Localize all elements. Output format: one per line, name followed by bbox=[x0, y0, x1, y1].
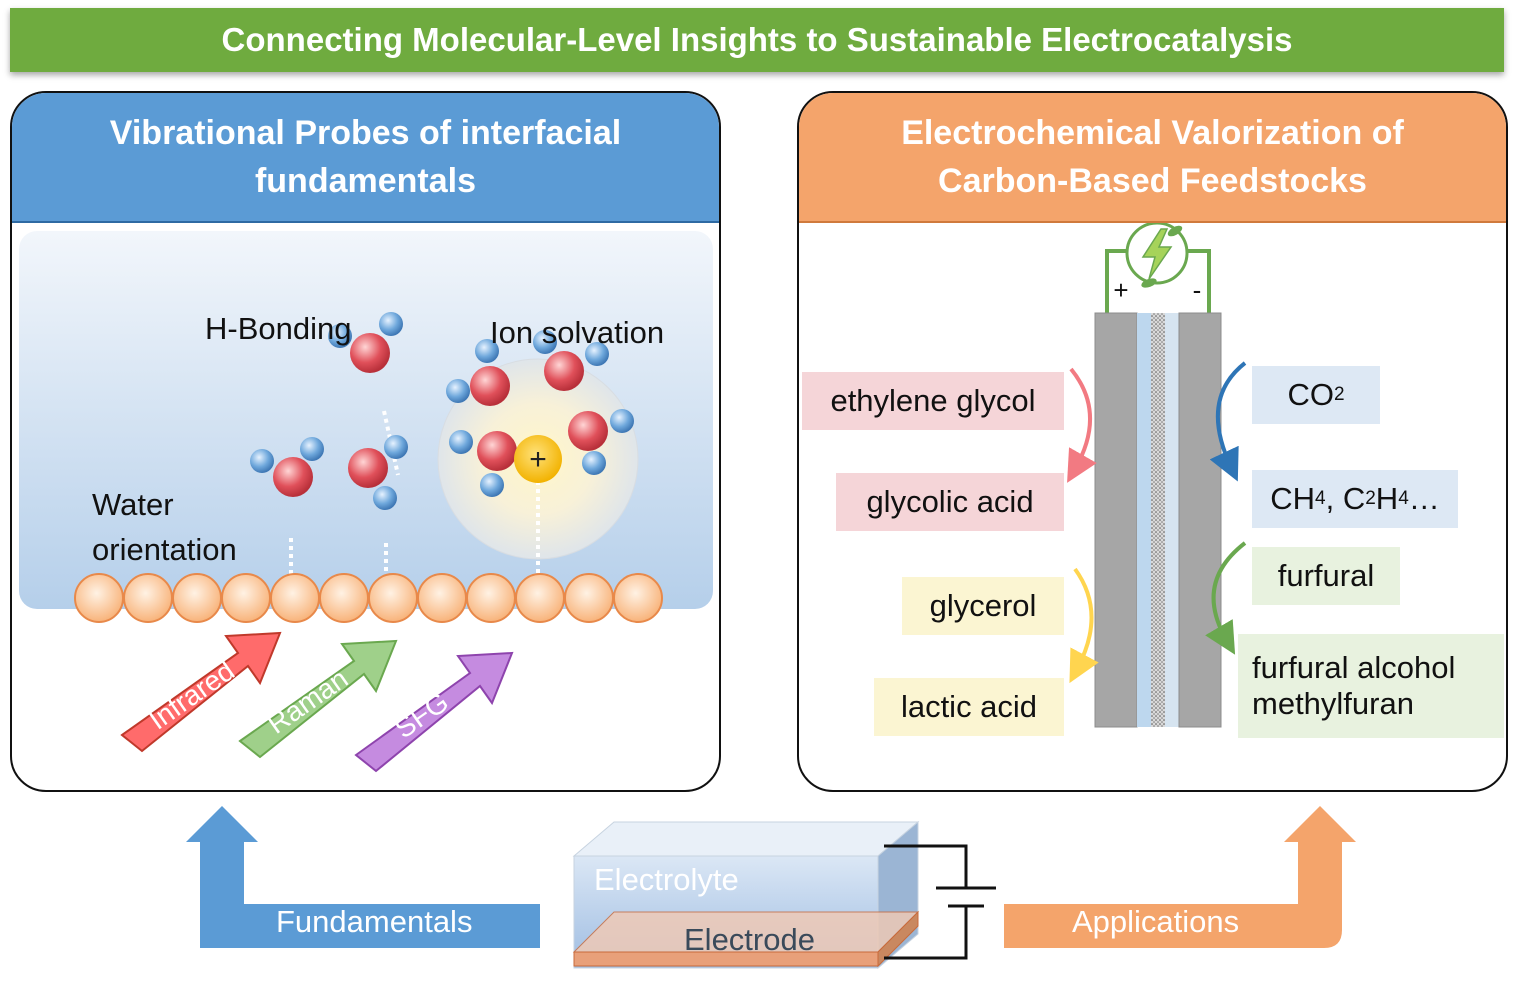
co2-reduction-arrow bbox=[1209, 361, 1247, 482]
fundamentals-label: Fundamentals bbox=[276, 904, 473, 939]
electrolyte-label: Electrolyte bbox=[594, 862, 739, 897]
fundamentals-panel: Vibrational Probes of interfacial fundam… bbox=[10, 91, 721, 792]
ion-solvation-label: Ion solvation bbox=[490, 315, 665, 350]
anode-catalyst-layer bbox=[1137, 313, 1151, 727]
fundamentals-panel-heading: Vibrational Probes of interfacial fundam… bbox=[12, 93, 719, 223]
ch4-subscript: 4 bbox=[1315, 488, 1326, 509]
fundamentals-arrow bbox=[186, 806, 540, 948]
solvating-water bbox=[533, 330, 609, 391]
h-bonding-label: H-Bonding bbox=[205, 311, 352, 346]
water-molecule bbox=[250, 437, 324, 497]
c2h4-h: H bbox=[1375, 481, 1399, 516]
methylfuran-text: methylfuran bbox=[1252, 686, 1414, 721]
c2h4-c-subscript: 2 bbox=[1365, 488, 1376, 509]
co2-subscript: 2 bbox=[1333, 384, 1345, 405]
water-orientation-label-line1: Water bbox=[92, 487, 174, 522]
infrared-label: Infrared bbox=[143, 655, 240, 736]
co2-text: CO bbox=[1287, 377, 1334, 412]
anode bbox=[1094, 312, 1138, 728]
hydrocarbons-ellipsis: … bbox=[1408, 481, 1440, 516]
water-molecule bbox=[348, 435, 408, 510]
ethylene-glycol-oxidation-arrow bbox=[1067, 367, 1097, 483]
ch4-c: CH bbox=[1270, 481, 1316, 516]
c2h4-c: , C bbox=[1325, 481, 1366, 516]
electrochemical-cell bbox=[572, 820, 920, 970]
cation-charge: + bbox=[529, 443, 547, 476]
battery-circuit bbox=[884, 844, 996, 960]
glycolic-acid-box: glycolic acid bbox=[836, 473, 1064, 531]
cathode-sign: - bbox=[1193, 275, 1202, 305]
lactic-acid-box: lactic acid bbox=[874, 678, 1064, 736]
cathode-catalyst-layer bbox=[1165, 313, 1179, 727]
furfural-box: furfural bbox=[1252, 547, 1400, 605]
membrane bbox=[1151, 313, 1165, 727]
water-orientation-label-line2: orientation bbox=[92, 532, 237, 567]
ethylene-glycol-box: ethylene glycol bbox=[802, 372, 1064, 430]
c2h4-h-subscript: 4 bbox=[1398, 488, 1409, 509]
electrolyzer-illustration: + - bbox=[1067, 223, 1247, 728]
bottom-flow bbox=[186, 806, 1356, 970]
glycerol-box: glycerol bbox=[902, 577, 1064, 635]
cathode bbox=[1178, 312, 1222, 728]
title-banner: Connecting Molecular-Level Insights to S… bbox=[10, 8, 1504, 72]
water-molecule bbox=[328, 312, 403, 373]
applications-label: Applications bbox=[1072, 904, 1240, 939]
furfural-products-box: furfural alcohol methylfuran bbox=[1238, 634, 1504, 738]
applications-panel: Electrochemical Valorization of Carbon-B… bbox=[797, 91, 1508, 792]
glycerol-oxidation-arrow bbox=[1069, 567, 1099, 684]
anode-sign: + bbox=[1113, 275, 1128, 305]
cation bbox=[514, 435, 562, 483]
electrode-surface bbox=[74, 573, 663, 623]
solvating-water bbox=[446, 339, 510, 406]
furfural-alcohol-text: furfural alcohol bbox=[1252, 650, 1456, 685]
solvating-water bbox=[449, 430, 517, 497]
furfural-reduction-arrow bbox=[1205, 541, 1247, 655]
applications-arrow bbox=[1004, 806, 1356, 948]
interface-illustration: + Infrared Raman SFG bbox=[19, 231, 713, 773]
raman-label: Raman bbox=[262, 663, 354, 740]
solvating-water bbox=[568, 409, 634, 475]
applications-panel-heading: Electrochemical Valorization of Carbon-B… bbox=[799, 93, 1506, 223]
renewable-power-icon bbox=[1125, 223, 1189, 288]
electrode-label: Electrode bbox=[684, 922, 815, 957]
